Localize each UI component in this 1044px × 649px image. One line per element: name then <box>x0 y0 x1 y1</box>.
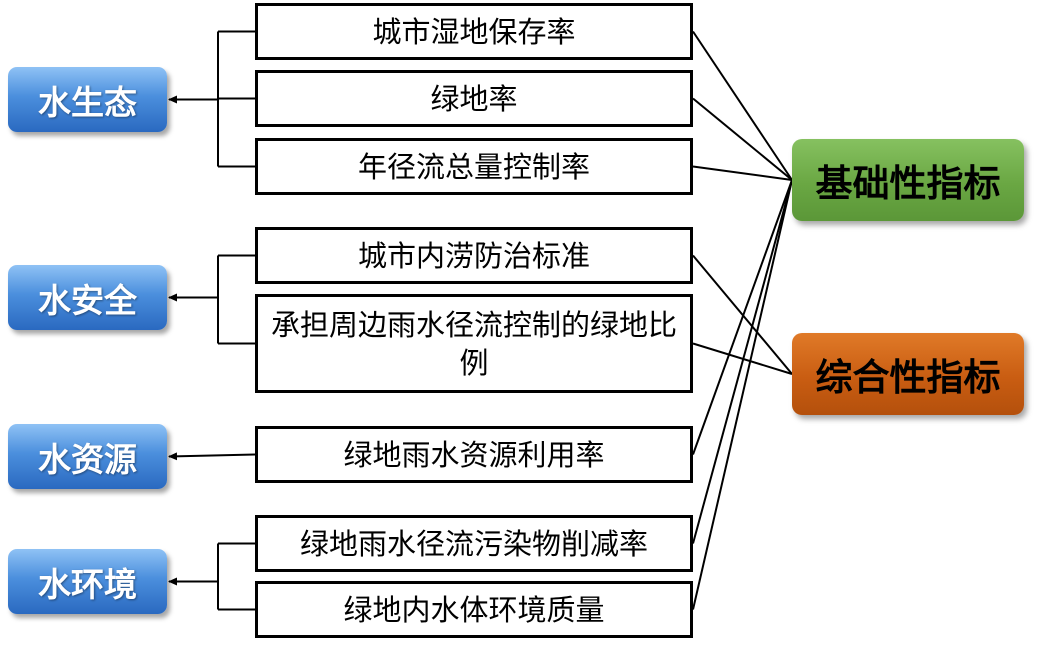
indicator-label: 承担周边雨水径流控制的绿地比例 <box>270 307 677 380</box>
indicator-label: 绿地雨水径流污染物削减率 <box>299 526 648 561</box>
indicator-box-pollutant-reduction: 绿地雨水径流污染物削减率 <box>255 515 693 572</box>
basic-indicator-badge: 基础性指标 <box>792 139 1024 221</box>
category-label: 水安全 <box>38 280 137 320</box>
indicator-box-green-rate: 绿地率 <box>255 70 693 127</box>
type-link <box>692 97 793 181</box>
type-link <box>692 165 793 181</box>
indicator-label: 绿地雨水资源利用率 <box>343 437 605 472</box>
category-water-environment: 水环境 <box>8 549 167 614</box>
link-group <box>692 30 793 610</box>
indicator-box-green-share: 承担周边雨水径流控制的绿地比例 <box>255 294 693 393</box>
category-arrow <box>168 452 256 461</box>
indicator-box-wetland-retention: 城市湿地保存率 <box>255 3 693 60</box>
bracket-group <box>168 30 256 611</box>
indicator-label: 绿地内水体环境质量 <box>343 592 605 627</box>
category-label: 水生态 <box>38 82 137 122</box>
indicator-label: 城市湿地保存率 <box>372 14 576 49</box>
type-link <box>692 179 793 610</box>
type-link <box>692 179 793 544</box>
indicator-box-rainwater-reuse: 绿地雨水资源利用率 <box>255 426 693 483</box>
category-label: 水资源 <box>38 439 137 479</box>
indicator-box-runoff-control: 年径流总量控制率 <box>255 138 693 195</box>
category-water-ecology: 水生态 <box>8 67 167 132</box>
indicator-type-label: 综合性指标 <box>815 356 1001 399</box>
indicator-label: 城市内涝防治标准 <box>357 238 590 273</box>
category-label: 水环境 <box>38 564 137 604</box>
indicator-type-label: 基础性指标 <box>815 162 1001 205</box>
type-link <box>692 30 793 181</box>
category-water-resource: 水资源 <box>8 424 167 489</box>
comprehensive-indicator-badge: 综合性指标 <box>792 333 1024 415</box>
indicator-label: 绿地率 <box>430 81 518 116</box>
indicator-label: 年径流总量控制率 <box>357 149 590 184</box>
indicator-box-water-quality: 绿地内水体环境质量 <box>255 581 693 638</box>
category-water-safety: 水安全 <box>8 265 167 330</box>
type-link <box>692 179 793 455</box>
indicator-box-flood-standard: 城市内涝防治标准 <box>255 227 693 284</box>
